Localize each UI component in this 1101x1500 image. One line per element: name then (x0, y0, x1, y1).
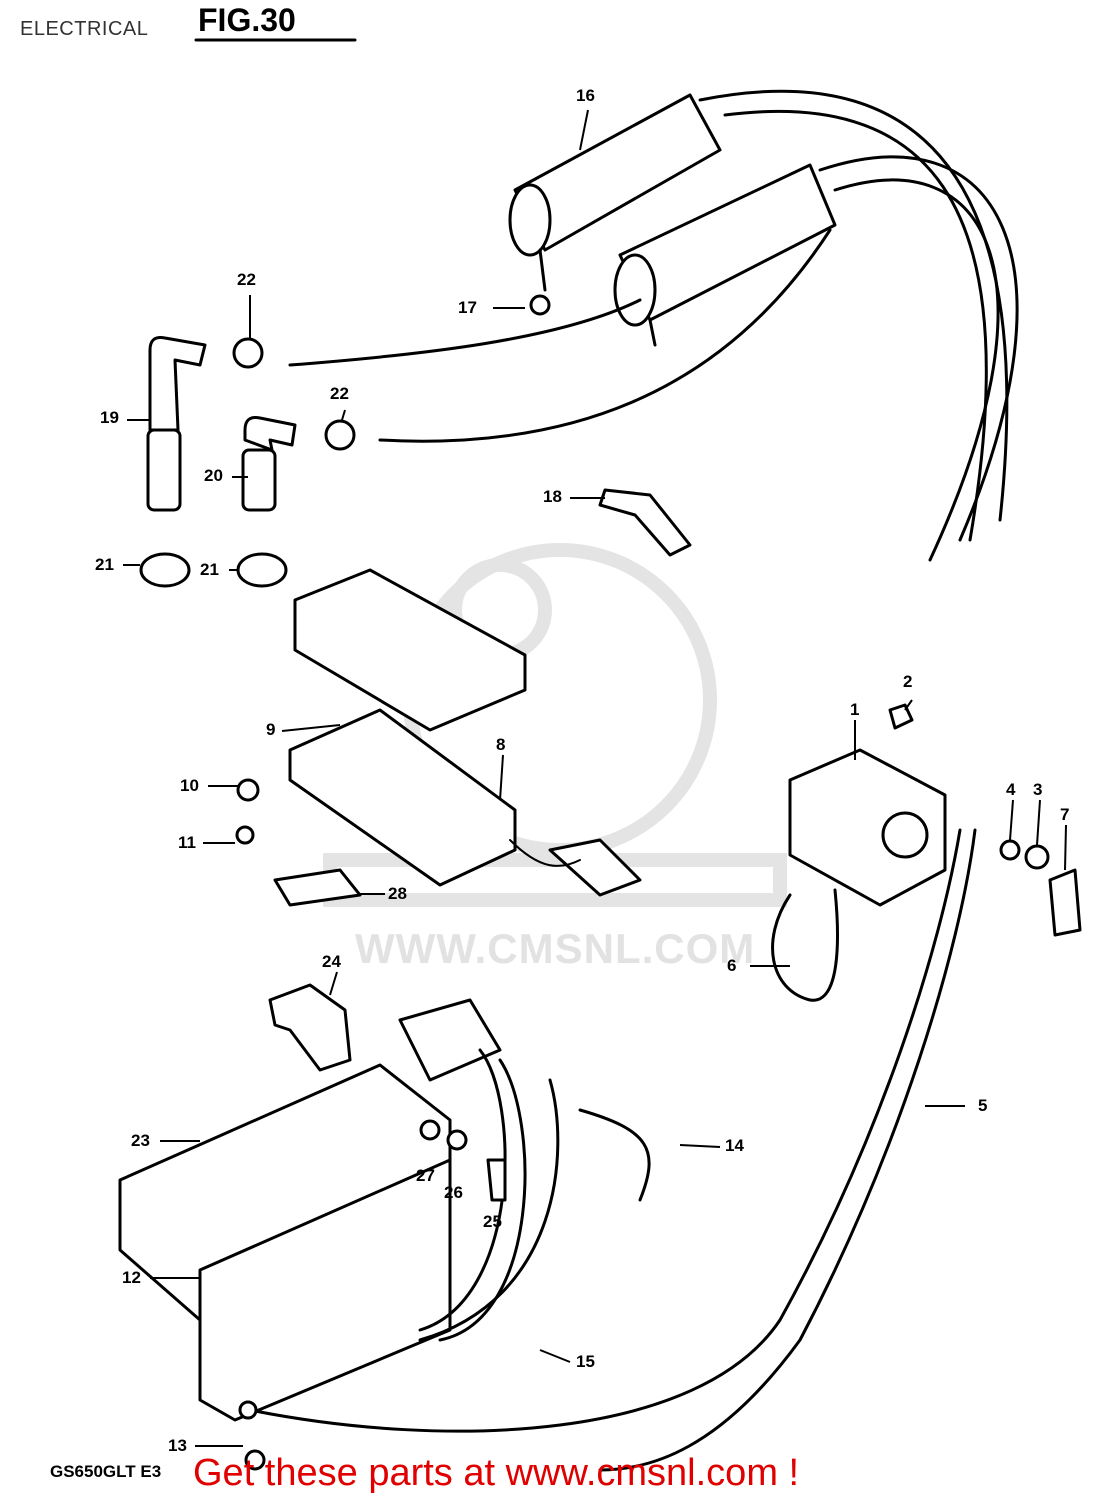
callout-20: 20 (204, 466, 223, 485)
callout-5: 5 (978, 1096, 988, 1115)
callout-10: 10 (180, 776, 199, 795)
ignition-coil-assembly (288, 89, 1019, 562)
callout-22a: 22 (237, 270, 256, 289)
callout-21a: 21 (95, 555, 114, 574)
callout-14: 14 (725, 1136, 744, 1155)
callout-25: 25 (483, 1212, 502, 1231)
watermark-text: WWW.CMSNL.COM (355, 925, 756, 972)
callout-17: 17 (458, 298, 477, 317)
page-title: ELECTRICAL (20, 18, 149, 40)
callout-13: 13 (168, 1436, 187, 1455)
callout-18: 18 (543, 487, 562, 506)
starter-relay (248, 703, 1082, 1472)
callout-15: 15 (576, 1352, 595, 1371)
callout-leaders (123, 109, 1067, 1447)
callout-11: 11 (178, 833, 196, 852)
callout-12: 12 (122, 1268, 141, 1287)
callout-21b: 21 (200, 560, 219, 579)
callout-16: 16 (576, 86, 595, 105)
callout-28: 28 (388, 884, 407, 903)
callout-9: 9 (266, 720, 276, 739)
regulator-assembly (118, 983, 651, 1471)
callout-27: 27 (416, 1166, 435, 1185)
buy-parts-link[interactable]: Get these parts at www.cmsnl.com ! (193, 1452, 800, 1494)
callout-23: 23 (131, 1131, 150, 1150)
callout-8: 8 (496, 735, 506, 754)
callout-24: 24 (322, 952, 341, 971)
callout-3: 3 (1033, 780, 1043, 799)
callout-22b: 22 (330, 384, 349, 403)
callout-19: 19 (100, 408, 119, 427)
callout-2: 2 (903, 672, 913, 691)
diagram-code: GS650GLT E3 (50, 1462, 162, 1481)
callout-7: 7 (1060, 805, 1070, 824)
callout-4: 4 (1006, 780, 1016, 799)
callout-26: 26 (444, 1183, 463, 1202)
fuse-box (235, 568, 642, 907)
callout-6: 6 (727, 956, 737, 975)
callout-1: 1 (850, 700, 860, 719)
plug-caps (139, 294, 551, 588)
figure-title: FIG.30 (198, 2, 296, 38)
